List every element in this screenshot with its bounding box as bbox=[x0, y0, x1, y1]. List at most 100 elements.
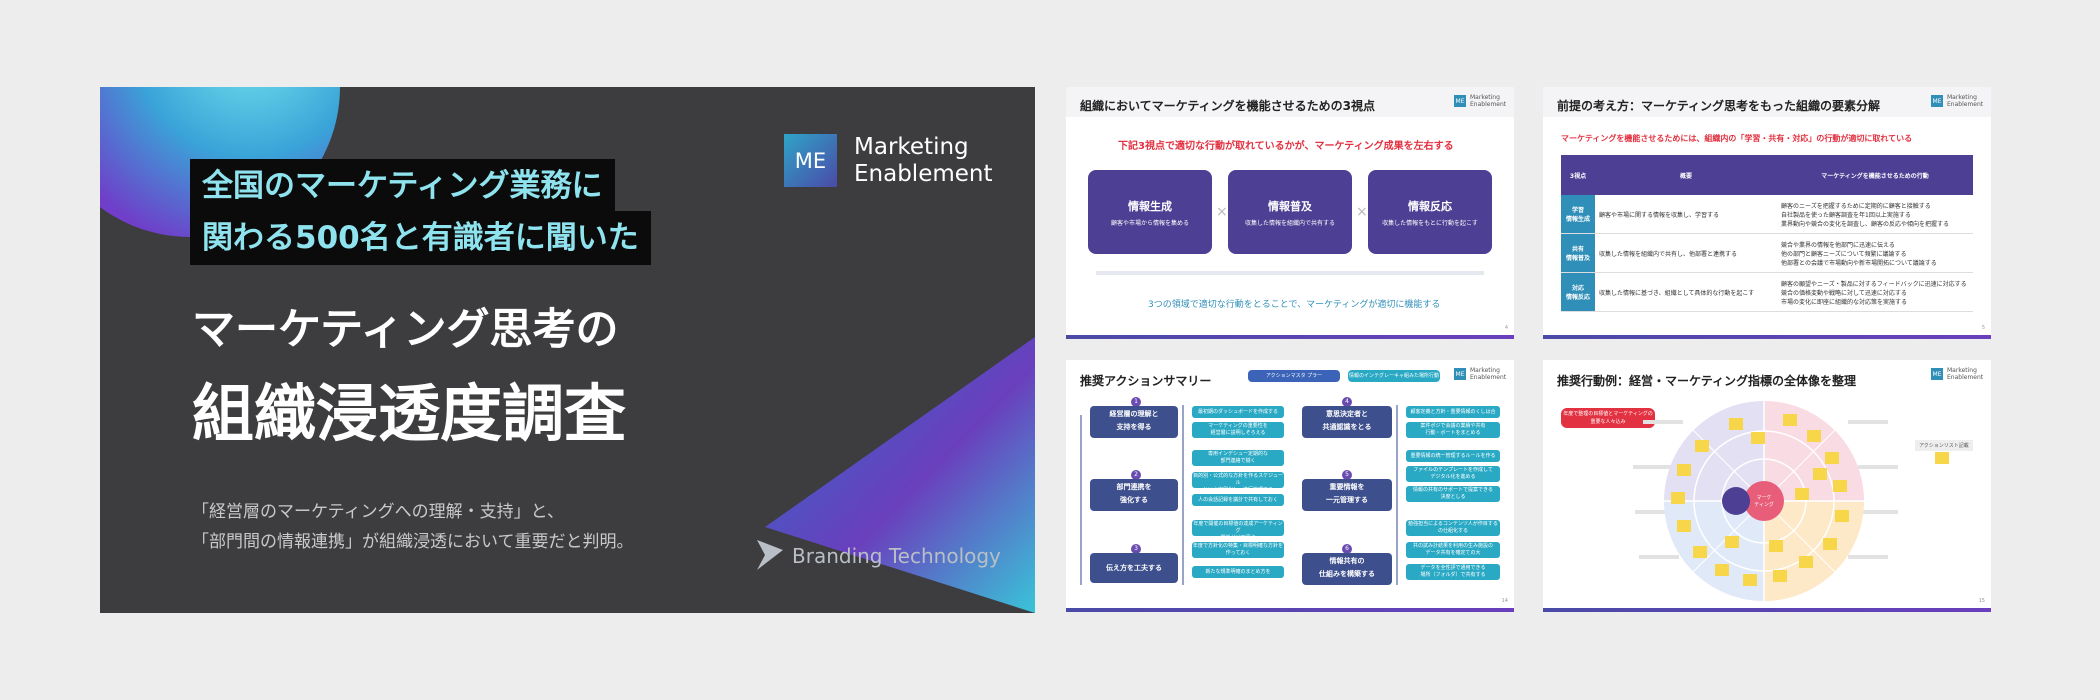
branding-technology-text: Branding Technology bbox=[792, 544, 1001, 568]
perspective-desc: 収集した情報をもとに行動を起こす bbox=[1382, 220, 1478, 227]
action-item-box: 共の試み計結果を利用の生み施設の データ共有を確定ての大 bbox=[1406, 542, 1500, 558]
sticky-note bbox=[1783, 414, 1797, 426]
sticky-note bbox=[1677, 520, 1691, 532]
annotation-line bbox=[1848, 420, 1888, 424]
action-item-box: 人の会話記録を議計で共有しておく bbox=[1192, 494, 1284, 506]
connector-line bbox=[1182, 405, 1184, 585]
action-item-box: 目的別・公式的な方針を作るスケジュール という定例化し、進行管理する bbox=[1192, 472, 1284, 493]
gradient-triangle-decoration bbox=[765, 337, 1035, 613]
slide-kpi-overview: 推奨行動例：経営・マーケティング指標の全体像を整理 ME Marketing E… bbox=[1543, 360, 1991, 612]
action-item-box: ファイルのテンプレートを作成して デジタル化を進める bbox=[1406, 466, 1500, 482]
connector-line bbox=[1396, 405, 1398, 585]
sticky-note bbox=[1729, 418, 1743, 430]
table-header: 3視点 bbox=[1561, 155, 1595, 195]
slide-lead: マーケティングを機能させるためには、組織内の「学習・共有・対応」の行動が適切に取… bbox=[1561, 134, 1913, 143]
tag-pill: 情報のインテグレーキャ組みた場所行動 bbox=[1348, 370, 1440, 382]
action-item: 他部署との会議で市場動向や新市場開拓について議論する bbox=[1781, 259, 1937, 267]
logo-text-line-1: Marketing bbox=[854, 134, 969, 160]
annotation-line bbox=[1639, 555, 1679, 559]
row-label: 対応 情報反応 bbox=[1561, 272, 1595, 312]
perspective-box: 情報生成 顧客や市場から情報を集める bbox=[1088, 170, 1212, 254]
action-item: 顧客のニーズを把握するために定期的に顧客と接触する bbox=[1781, 202, 1931, 210]
sticky-note bbox=[1715, 564, 1729, 576]
action-item-box: 専用インデシュー定期的な 部門連絡で揃く bbox=[1192, 450, 1284, 466]
page-number: 4 bbox=[1504, 325, 1508, 331]
sticky-note bbox=[1751, 432, 1765, 444]
cover-title-line-1: マーケティング思考の bbox=[192, 305, 619, 355]
row-summary: 収集した情報を組織内で共有し、他部署と連携する bbox=[1595, 233, 1777, 273]
me-logo-icon: ME bbox=[1454, 95, 1466, 107]
logo-line-2: Enablement bbox=[1947, 101, 1984, 108]
annotation-line bbox=[1848, 555, 1888, 559]
sticky-note bbox=[1695, 440, 1709, 452]
tag-pill: アクションマスタ プラー bbox=[1248, 370, 1340, 382]
action-item: 競合の価格変動や戦略に対して迅速に対応する bbox=[1781, 289, 1907, 297]
row-summary: 収集した情報に基づき、組織として具体的な行動を起こす bbox=[1595, 272, 1777, 312]
table-row: 共有 情報普及 収集した情報を組織内で共有し、他部署と連携する 競合や業界の情報… bbox=[1561, 233, 1973, 273]
cover-title-line-2: 組織浸透度調査 bbox=[192, 377, 627, 450]
me-logo-text: Marketing Enablement bbox=[1470, 94, 1514, 108]
step-number: 4 bbox=[1342, 397, 1352, 407]
sticky-note bbox=[1807, 430, 1821, 442]
sticky-note bbox=[1935, 452, 1949, 464]
sticky-note bbox=[1813, 468, 1827, 480]
bottom-bar bbox=[1543, 335, 1991, 339]
step-number: 5 bbox=[1342, 470, 1352, 480]
row-actions: 顧客の願望やニーズ・製品に対するフィードバックに迅速に対応する 競合の価格変動や… bbox=[1777, 272, 1973, 312]
sticky-note bbox=[1833, 480, 1847, 492]
sticky-note bbox=[1671, 492, 1685, 504]
step-number: 3 bbox=[1131, 544, 1141, 554]
logo-line-2: Enablement bbox=[1470, 374, 1507, 381]
perspective-title: 情報生成 bbox=[1128, 200, 1172, 213]
slide-header bbox=[1066, 87, 1514, 117]
action-item-box: 勉強担当によるコンテンツ人が作目する の仕組化する bbox=[1406, 520, 1500, 536]
action-item-box: 最初期のダッシュボードを作成する bbox=[1192, 406, 1284, 418]
me-logo-icon: ME bbox=[1931, 95, 1943, 107]
me-logo-icon: ME bbox=[1931, 368, 1943, 380]
slide-title: 組織においてマーケティングを機能させるための3視点 bbox=[1080, 99, 1376, 113]
table-row: 学習 情報生成 顧客や市場に関する情報を収集し、学習する 顧客のニーズを把握する… bbox=[1561, 195, 1973, 234]
action-item: 業界動向や競合の変化を調査し、顧客の反応や傾向を把握する bbox=[1781, 220, 1950, 228]
headline-line-2: 関わる500名と有識者に聞いた bbox=[190, 211, 651, 265]
perspective-title: 情報反応 bbox=[1408, 200, 1452, 213]
row-actions: 顧客のニーズを把握するために定期的に顧客と接触する 自社製品を使った顧客調査を年… bbox=[1777, 195, 1973, 234]
row-label: 共有 情報普及 bbox=[1561, 233, 1595, 273]
perspective-desc: 顧客や市場から情報を集める bbox=[1110, 220, 1189, 227]
slide-header bbox=[1543, 87, 1991, 117]
slide-lead: 下記3視点で適切な行動が取れているかが、マーケティング成果を左右する bbox=[1118, 141, 1454, 152]
annotation-line bbox=[1858, 510, 1898, 514]
perspective-title: 情報普及 bbox=[1268, 200, 1312, 213]
logo-line-1: Marketing bbox=[1470, 367, 1500, 374]
step-number: 6 bbox=[1342, 544, 1352, 554]
action-item-box: 年度で開催の目標値の達成アーケティング 関係がど不明点 bbox=[1192, 520, 1284, 541]
action-node: 重要情報を 一元管理する bbox=[1302, 479, 1392, 511]
times-icon: × bbox=[1216, 204, 1228, 220]
perspective-box: 情報反応 収集した情報をもとに行動を起こす bbox=[1368, 170, 1492, 254]
slide-conclusion: 3つの領域で適切な行動をとることで、マーケティングが適切に機能する bbox=[1148, 300, 1441, 310]
me-logo-text: Marketing Enablement bbox=[1470, 367, 1514, 381]
cover-description-line-2: 「部門間の情報連携」が組織浸透において重要だと判明。 bbox=[192, 532, 634, 552]
table-row: 対応 情報反応 収集した情報に基づき、組織として具体的な行動を起こす 顧客の願望… bbox=[1561, 272, 1973, 312]
perspective-desc: 収集した情報を組織内で共有する bbox=[1244, 220, 1335, 227]
sticky-note bbox=[1743, 574, 1757, 586]
action-item: 競合や業界の情報を他部門に迅速に伝える bbox=[1781, 241, 1895, 249]
action-item: 市場の変化に即座に組織的な対応策を実施する bbox=[1781, 298, 1908, 306]
slide-action-summary: 推奨アクションサマリー アクションマスタ プラー 情報のインテグレーキャ組みた場… bbox=[1066, 360, 1514, 612]
me-logo-text: Marketing Enablement bbox=[1947, 367, 1991, 381]
times-icon: × bbox=[1356, 204, 1368, 220]
action-item-box: 案件ポジで会議の業績や共有 行動・ボートをまとめる bbox=[1406, 422, 1500, 438]
annotation-line bbox=[1633, 465, 1673, 469]
action-item-box: 重要情報の統一管理するルールを作る bbox=[1406, 450, 1500, 462]
action-item: 他の部門と顧客ニーズについて頻繁に議論する bbox=[1781, 250, 1907, 258]
sticky-note bbox=[1825, 452, 1839, 464]
table-header-row: 3視点 概要 マーケティングを機能させるための行動 bbox=[1561, 155, 1973, 195]
sticky-note bbox=[1725, 536, 1739, 548]
table-header: 概要 bbox=[1595, 155, 1777, 195]
logo-line-2: Enablement bbox=[1470, 101, 1507, 108]
element-table: 3視点 概要 マーケティングを機能させるための行動 学習 情報生成 顧客や市場に… bbox=[1561, 155, 1973, 312]
sticky-note bbox=[1835, 510, 1849, 522]
me-logo-icon: ME bbox=[1454, 368, 1466, 380]
page-number: 5 bbox=[1981, 325, 1985, 331]
connector-line bbox=[1080, 415, 1082, 585]
annotation-line bbox=[1858, 465, 1898, 469]
